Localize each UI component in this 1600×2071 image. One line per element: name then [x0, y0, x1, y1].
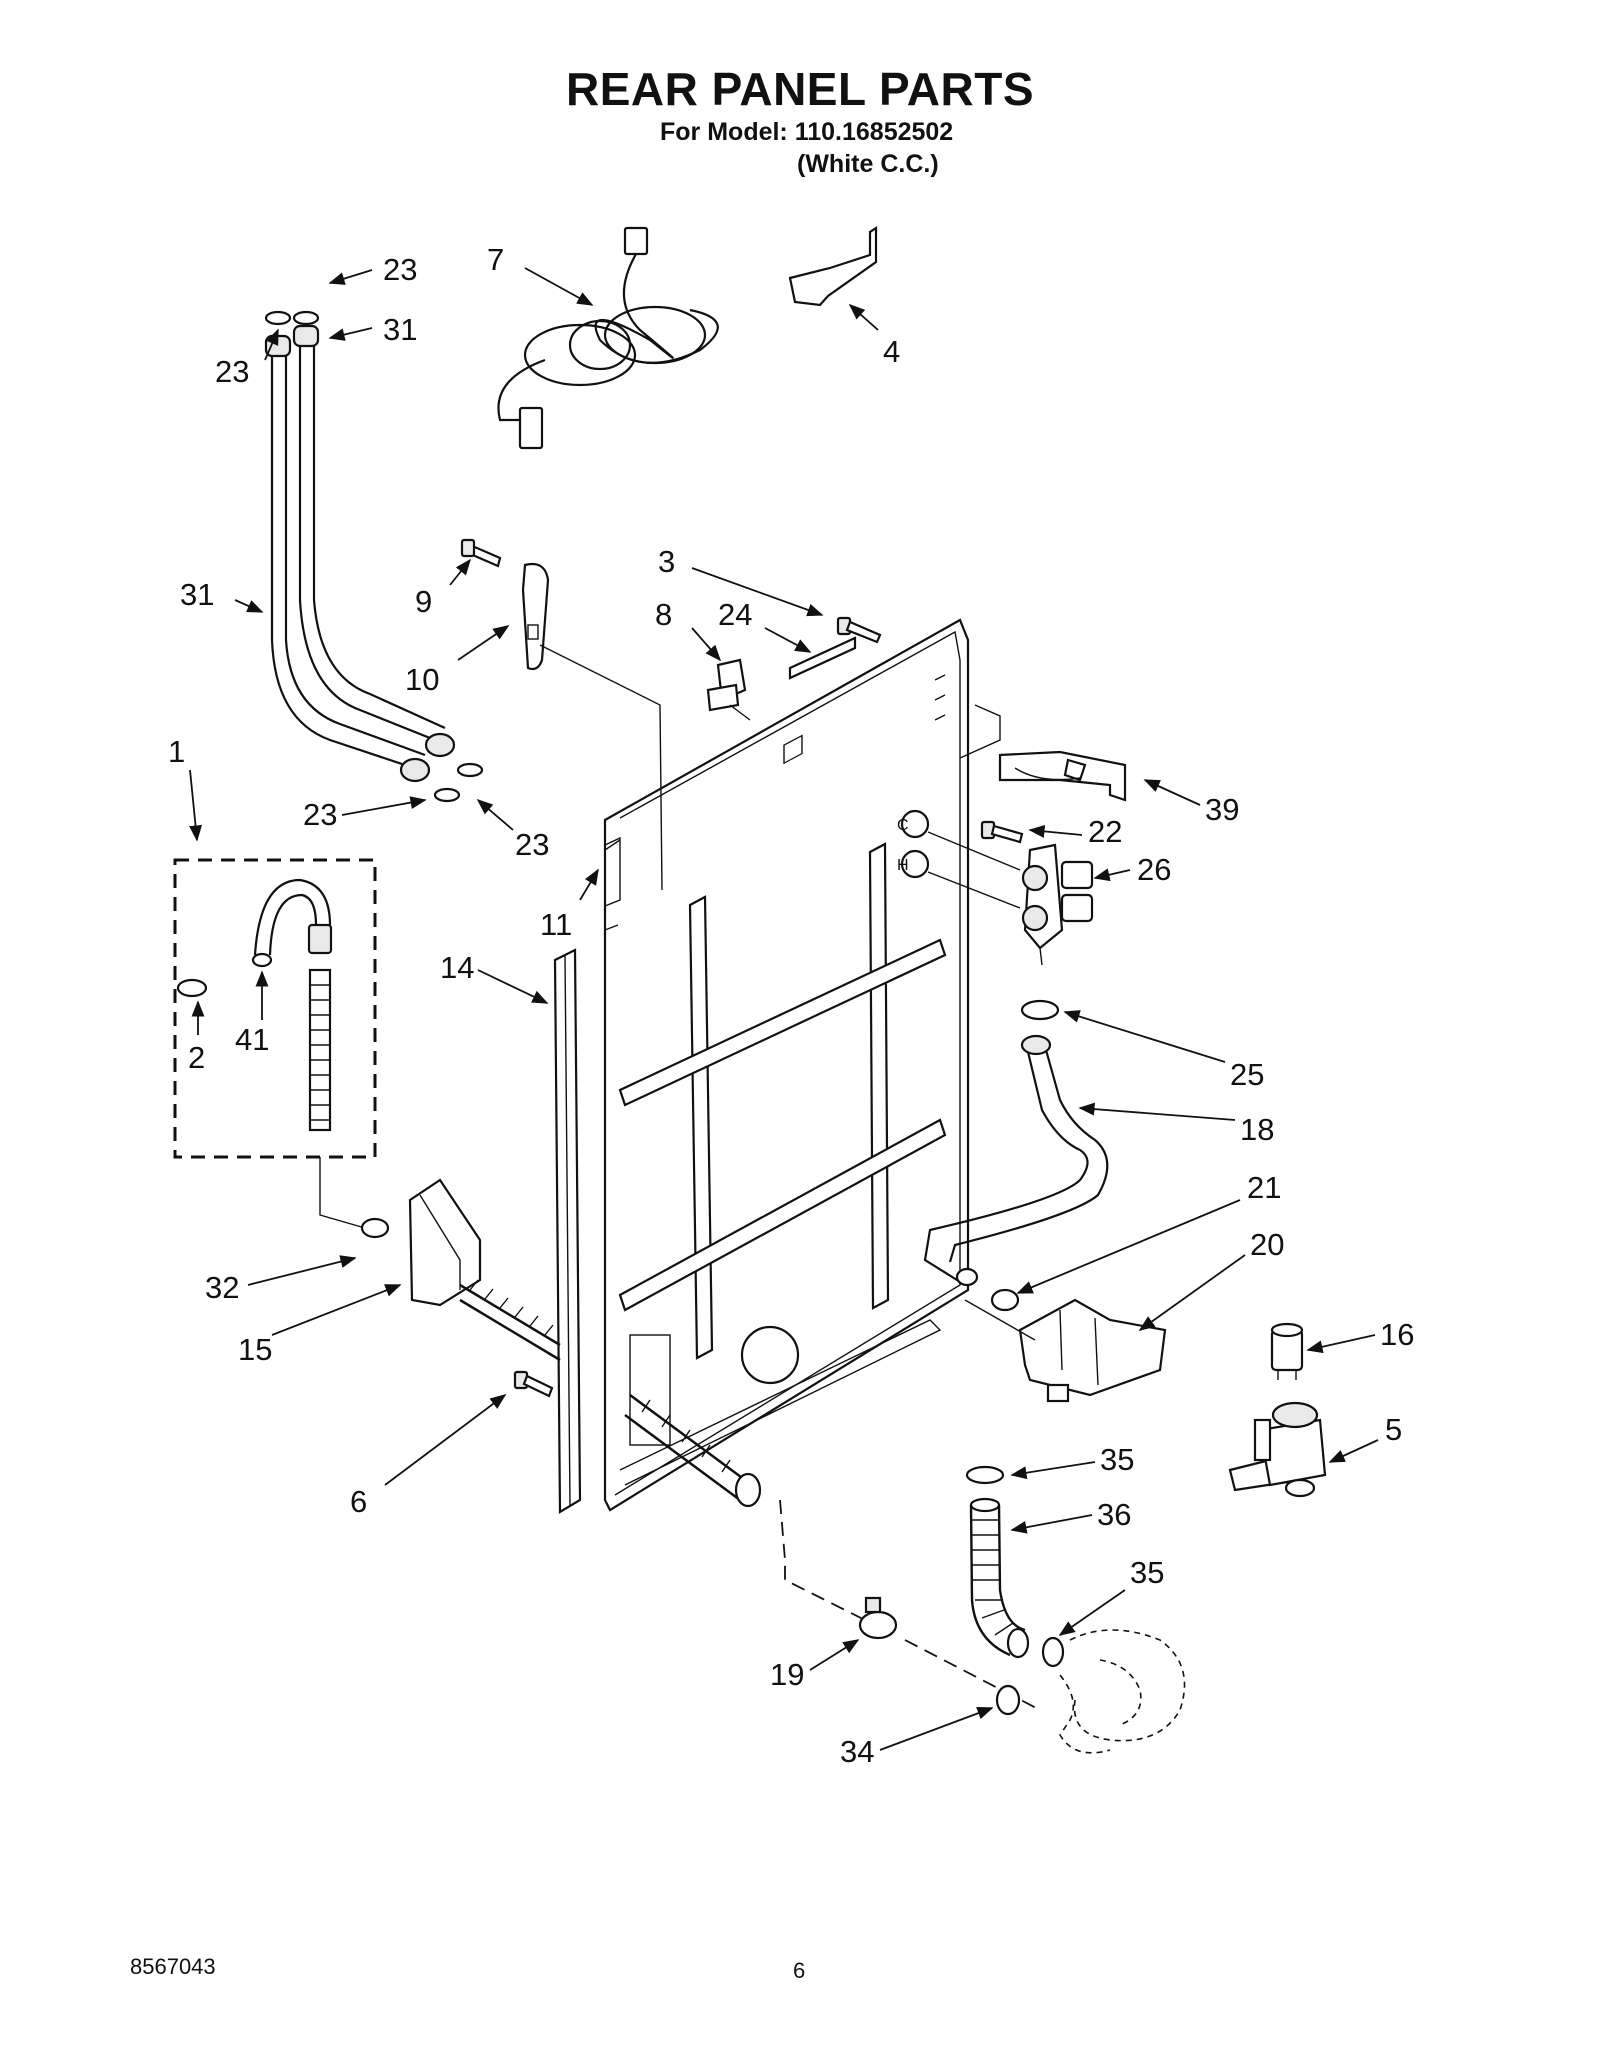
- callout-6: 6: [350, 1484, 367, 1519]
- callout-39: 39: [1205, 792, 1239, 827]
- inlet-hoses: [264, 310, 484, 803]
- document-number: 8567043: [130, 1954, 216, 1979]
- callout-23: 23: [383, 252, 417, 287]
- strap-10: [521, 562, 663, 891]
- rear-panel: [603, 618, 970, 1512]
- callout-2: 2: [188, 1040, 205, 1075]
- clamp-32: [360, 1217, 390, 1239]
- callout-20: 20: [1250, 1227, 1284, 1262]
- drain-hose-18: [923, 1034, 1109, 1287]
- callout-1: 1: [168, 734, 185, 769]
- callout-22: 22: [1088, 814, 1122, 849]
- callout-18: 18: [1240, 1112, 1274, 1147]
- callout-16: 16: [1380, 1317, 1414, 1352]
- callout-25: 25: [1230, 1057, 1264, 1092]
- callout-9: 9: [415, 584, 432, 619]
- valve-label-hot: H: [897, 857, 909, 874]
- pump-5: [1228, 1401, 1327, 1498]
- callout-labels: 23 23 31 7 4 9 10 3 8 24 31 1 23 23 11 1…: [168, 242, 1414, 1769]
- bracket-24: [788, 636, 857, 680]
- callout-23: 23: [515, 827, 549, 862]
- callout-4: 4: [883, 334, 900, 369]
- model-line: For Model: 110.16852502: [660, 118, 954, 146]
- clamp-34: [995, 1684, 1021, 1716]
- water-valve-26: [927, 831, 1094, 966]
- power-cord: [497, 226, 719, 450]
- callout-7: 7: [487, 242, 504, 277]
- callout-36: 36: [1097, 1497, 1131, 1532]
- callout-32: 32: [205, 1270, 239, 1305]
- page-number: 6: [793, 1958, 806, 1983]
- callout-24: 24: [718, 597, 752, 632]
- callout-14: 14: [440, 950, 474, 985]
- callout-34: 34: [840, 1734, 874, 1769]
- outlet-hose: [624, 1393, 1041, 1711]
- screw-6: [513, 1370, 554, 1398]
- screw-9: [460, 538, 502, 568]
- valve-label-cold: C: [897, 817, 909, 834]
- screw-22: [980, 820, 1024, 844]
- callout-10: 10: [405, 662, 439, 697]
- part-15: [408, 1178, 561, 1362]
- part-8: [706, 658, 751, 721]
- callout-11: 11: [540, 907, 572, 942]
- page-title: REAR PANEL PARTS: [565, 63, 1035, 115]
- part-16: [1270, 1322, 1304, 1380]
- clamp-21: [990, 1288, 1020, 1312]
- clamp-35-upper: [965, 1465, 1005, 1485]
- callout-31: 31: [383, 312, 417, 347]
- callout-23: 23: [303, 797, 337, 832]
- callout-31: 31: [180, 577, 214, 612]
- clamp-19: [858, 1596, 898, 1640]
- part-39: [959, 704, 1127, 802]
- callout-19: 19: [770, 1657, 804, 1692]
- callout-26: 26: [1137, 852, 1171, 887]
- callout-15: 15: [238, 1332, 272, 1367]
- callout-5: 5: [1385, 1412, 1402, 1447]
- part-20: [964, 1298, 1167, 1403]
- callout-35: 35: [1130, 1555, 1164, 1590]
- color-line: (White C.C.): [797, 150, 939, 178]
- callout-8: 8: [655, 597, 672, 632]
- bracket-4: [788, 225, 878, 307]
- callout-41: 41: [235, 1022, 269, 1057]
- hose-36: [969, 1497, 1030, 1659]
- leader-lines: [189, 267, 1379, 1751]
- callout-21: 21: [1247, 1170, 1281, 1205]
- callout-3: 3: [658, 544, 675, 579]
- side-strip: [553, 948, 582, 1514]
- clamp-35-lower: [1041, 1636, 1065, 1668]
- callout-23: 23: [215, 354, 249, 389]
- screw-3: [836, 616, 882, 644]
- clamp-25: [1020, 999, 1060, 1021]
- callout-35: 35: [1100, 1442, 1134, 1477]
- tub-outlet-phantom: [1059, 1629, 1186, 1754]
- standpipe-kit-1: [173, 858, 377, 1229]
